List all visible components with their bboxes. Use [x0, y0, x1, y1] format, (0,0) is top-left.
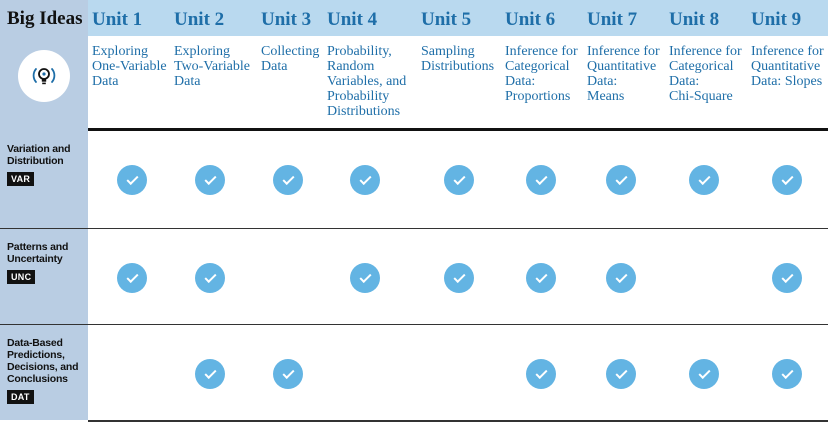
- unit-description-1: Exploring One-Variable Data: [88, 36, 170, 131]
- checkmark-icon: [444, 165, 474, 195]
- unit-description-3: Collecting Data: [257, 36, 323, 131]
- unit-description-4: Probability, Random Variables, and Proba…: [323, 36, 417, 131]
- header-background: [88, 0, 828, 36]
- checkmark-icon: [689, 359, 719, 389]
- unit-header-8: Unit 8: [669, 9, 720, 30]
- big-idea-code-badge: VAR: [7, 172, 35, 186]
- unit-header-9: Unit 9: [751, 9, 802, 30]
- cell-var-unit-7: [583, 131, 665, 228]
- big-ideas-title: Big Ideas: [7, 8, 83, 29]
- checkmark-icon: [195, 359, 225, 389]
- unit-description-2: Exploring Two-Variable Data: [170, 36, 257, 131]
- cell-dat-unit-9: [747, 324, 828, 420]
- cell-dat-unit-4: [323, 324, 417, 420]
- unit-header-3: Unit 3: [261, 9, 312, 30]
- logo-cell: [0, 36, 88, 131]
- cell-dat-unit-8: [665, 324, 747, 420]
- checkmark-icon: [606, 359, 636, 389]
- unit-description-7: Inference for Quantitative Data: Means: [583, 36, 665, 131]
- cell-dat-unit-6: [501, 324, 583, 420]
- checkmark-icon: [195, 165, 225, 195]
- checkmark-icon: [273, 359, 303, 389]
- cell-unc-unit-3: [257, 228, 323, 324]
- cell-unc-unit-6: [501, 228, 583, 324]
- cell-var-unit-8: [665, 131, 747, 228]
- checkmark-icon: [117, 165, 147, 195]
- cell-dat-unit-7: [583, 324, 665, 420]
- lightbulb-icon: [18, 50, 70, 102]
- cell-unc-unit-5: [417, 228, 501, 324]
- unit-header-2: Unit 2: [174, 9, 225, 30]
- cell-unc-unit-1: [88, 228, 170, 324]
- checkmark-icon: [526, 165, 556, 195]
- unit-description-5: Sampling Distributions: [417, 36, 501, 131]
- unit-header-5: Unit 5: [421, 9, 472, 30]
- big-idea-dat: Data-Based Predictions, Decisions, and C…: [0, 324, 88, 420]
- cell-var-unit-5: [417, 131, 501, 228]
- cell-dat-unit-3: [257, 324, 323, 420]
- cell-unc-unit-8: [665, 228, 747, 324]
- unit-description-9: Inference for Quantitative Data: Slopes: [747, 36, 828, 131]
- checkmark-icon: [526, 359, 556, 389]
- checkmark-icon: [526, 263, 556, 293]
- checkmark-icon: [772, 263, 802, 293]
- checkmark-icon: [273, 165, 303, 195]
- cell-var-unit-4: [323, 131, 417, 228]
- checkmark-icon: [195, 263, 225, 293]
- unit-header-6: Unit 6: [505, 9, 556, 30]
- checkmark-icon: [350, 165, 380, 195]
- cell-var-unit-2: [170, 131, 257, 228]
- cell-var-unit-9: [747, 131, 828, 228]
- checkmark-icon: [606, 263, 636, 293]
- unit-header-1: Unit 1: [92, 9, 143, 30]
- cell-var-unit-1: [88, 131, 170, 228]
- checkmark-icon: [772, 165, 802, 195]
- big-idea-code-badge: UNC: [7, 270, 36, 284]
- unit-header-7: Unit 7: [587, 9, 638, 30]
- cell-dat-unit-2: [170, 324, 257, 420]
- big-idea-name: Variation and Distribution: [7, 143, 71, 167]
- checkmark-icon: [444, 263, 474, 293]
- checkmark-icon: [606, 165, 636, 195]
- cell-var-unit-3: [257, 131, 323, 228]
- big-idea-name: Data-Based Predictions, Decisions, and C…: [7, 337, 79, 385]
- cell-var-unit-6: [501, 131, 583, 228]
- big-idea-name: Patterns and Uncertainty: [7, 241, 69, 265]
- cell-unc-unit-2: [170, 228, 257, 324]
- cell-dat-unit-1: [88, 324, 170, 420]
- unit-description-8: Inference for Categorical Data: Chi-Squa…: [665, 36, 747, 131]
- unit-description-6: Inference for Categorical Data: Proporti…: [501, 36, 583, 131]
- big-idea-code-badge: DAT: [7, 390, 34, 404]
- checkmark-icon: [350, 263, 380, 293]
- cell-dat-unit-5: [417, 324, 501, 420]
- checkmark-icon: [689, 165, 719, 195]
- cell-unc-unit-9: [747, 228, 828, 324]
- cell-unc-unit-4: [323, 228, 417, 324]
- unit-header-4: Unit 4: [327, 9, 378, 30]
- checkmark-icon: [772, 359, 802, 389]
- cell-unc-unit-7: [583, 228, 665, 324]
- table-bottom-rule: [88, 420, 828, 422]
- checkmark-icon: [117, 263, 147, 293]
